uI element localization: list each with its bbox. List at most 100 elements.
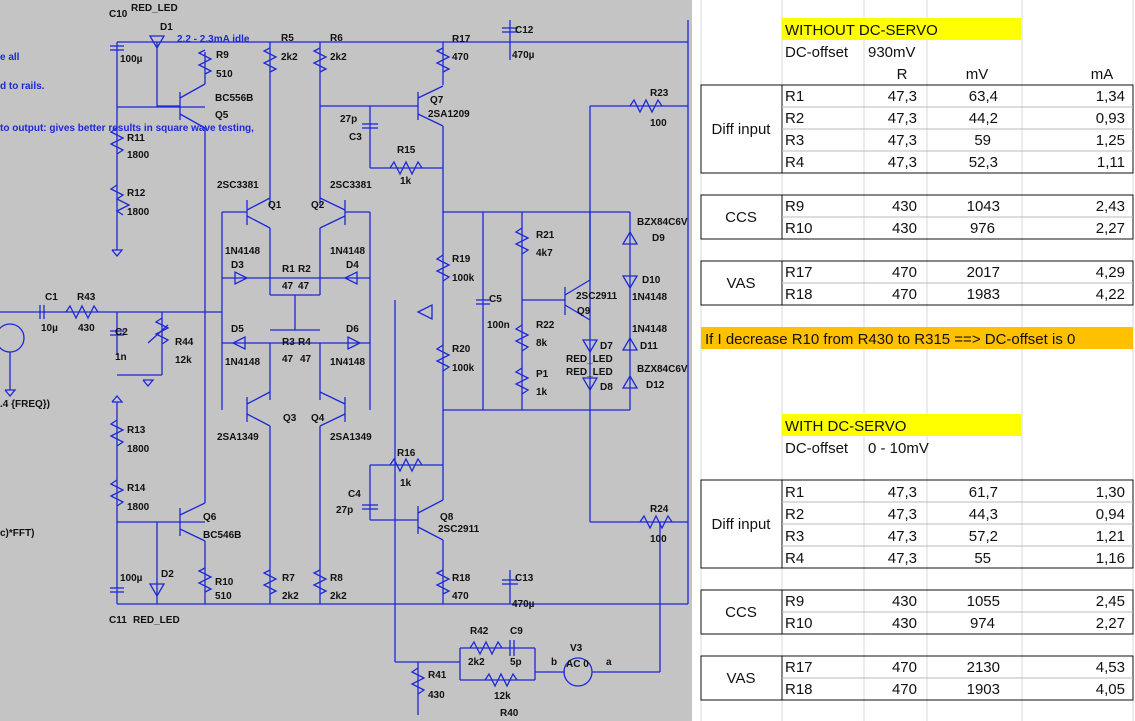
cell[interactable]: 47,3: [888, 506, 917, 523]
cell[interactable]: 1,21: [1096, 528, 1125, 545]
cell[interactable]: 63,4: [969, 88, 998, 105]
cell[interactable]: 44,2: [969, 110, 998, 127]
cell[interactable]: 47,3: [888, 110, 917, 127]
cell[interactable]: R10: [785, 615, 813, 632]
note-highlight: [701, 327, 1133, 349]
schematic-canvas[interactable]: e all d to rails. to output: gives bette…: [0, 0, 692, 721]
cell[interactable]: R10: [785, 220, 813, 237]
cell[interactable]: 2130: [967, 659, 1000, 676]
header-ma[interactable]: mA: [1091, 66, 1114, 83]
cell[interactable]: 2,43: [1096, 198, 1125, 215]
cell[interactable]: R3: [785, 132, 804, 149]
cell[interactable]: 47,3: [888, 528, 917, 545]
lbl: R17: [452, 34, 471, 45]
group-name[interactable]: Diff input: [712, 121, 772, 138]
note[interactable]: If I decrease R10 from R430 to R315 ==> …: [705, 331, 1075, 348]
cell[interactable]: 4,53: [1096, 659, 1125, 676]
cell[interactable]: 470: [892, 681, 917, 698]
lbl: BC556B: [215, 93, 253, 104]
with-diff-rows: R1 47,3 61,7 1,30 R2 47,3 44,3 0,94 R3 4…: [785, 484, 1125, 567]
cell[interactable]: 44,3: [969, 506, 998, 523]
group-name[interactable]: Diff input: [712, 516, 772, 533]
lbl: R3: [282, 337, 295, 348]
cell[interactable]: 47,3: [888, 484, 917, 501]
cell[interactable]: 57,2: [969, 528, 998, 545]
header-mv[interactable]: mV: [966, 66, 989, 83]
group-name[interactable]: VAS: [727, 275, 756, 292]
cell[interactable]: 47,3: [888, 550, 917, 567]
cell[interactable]: 55: [974, 550, 991, 567]
lbl: 2k2: [281, 52, 298, 63]
cell[interactable]: 1,30: [1096, 484, 1125, 501]
cell[interactable]: 59: [974, 132, 991, 149]
with-title[interactable]: WITH DC-SERVO: [785, 418, 906, 435]
cell[interactable]: R17: [785, 659, 813, 676]
cell[interactable]: R9: [785, 593, 804, 610]
cell[interactable]: R4: [785, 550, 804, 567]
cell[interactable]: 2,27: [1096, 615, 1125, 632]
cell[interactable]: R1: [785, 484, 804, 501]
cell[interactable]: R2: [785, 110, 804, 127]
cell[interactable]: 4,05: [1096, 681, 1125, 698]
cell[interactable]: 430: [892, 593, 917, 610]
cell[interactable]: 47,3: [888, 88, 917, 105]
cell[interactable]: R17: [785, 264, 813, 281]
cell[interactable]: 470: [892, 286, 917, 303]
cell[interactable]: 0,94: [1096, 506, 1125, 523]
cell[interactable]: 0,93: [1096, 110, 1125, 127]
cell[interactable]: 47,3: [888, 132, 917, 149]
cell[interactable]: 47,3: [888, 154, 917, 171]
lbl: R2: [298, 264, 311, 275]
without-title[interactable]: WITHOUT DC-SERVO: [785, 22, 938, 39]
cell[interactable]: 2,27: [1096, 220, 1125, 237]
cell[interactable]: 1983: [967, 286, 1000, 303]
cell[interactable]: 1,25: [1096, 132, 1125, 149]
lbl: BZX84C6V: [637, 364, 688, 375]
cell[interactable]: 1903: [967, 681, 1000, 698]
group-name[interactable]: CCS: [725, 604, 757, 621]
lbl: 5p: [510, 657, 522, 668]
cell[interactable]: 430: [892, 220, 917, 237]
cell[interactable]: 1043: [967, 198, 1000, 215]
group-name[interactable]: CCS: [725, 209, 757, 226]
cell[interactable]: 2017: [967, 264, 1000, 281]
cell[interactable]: 1,11: [1097, 154, 1125, 171]
cell[interactable]: 974: [970, 615, 995, 632]
with-offset-label[interactable]: DC-offset: [785, 440, 849, 457]
with-offset-value[interactable]: 0 - 10mV: [868, 440, 929, 457]
lbl: 510: [215, 591, 232, 602]
cell[interactable]: 52,3: [969, 154, 998, 171]
cell[interactable]: R1: [785, 88, 804, 105]
cell[interactable]: R2: [785, 506, 804, 523]
header-r[interactable]: R: [897, 66, 908, 83]
without-offset-value[interactable]: 930mV: [868, 44, 916, 61]
lbl: C1: [45, 292, 58, 303]
spreadsheet[interactable]: WITHOUT DC-SERVO DC-offset 930mV R mV mA…: [692, 0, 1135, 721]
cell[interactable]: 470: [892, 264, 917, 281]
cell[interactable]: 430: [892, 615, 917, 632]
cell[interactable]: R3: [785, 528, 804, 545]
cell[interactable]: 4,29: [1096, 264, 1125, 281]
lbl: 470µ: [512, 50, 535, 61]
cell[interactable]: 2,45: [1096, 593, 1125, 610]
cell[interactable]: 976: [970, 220, 995, 237]
cell[interactable]: 61,7: [969, 484, 998, 501]
lbl: 1N4148: [225, 246, 260, 257]
cell[interactable]: 4,22: [1096, 286, 1125, 303]
group-name[interactable]: VAS: [727, 670, 756, 687]
cell[interactable]: R4: [785, 154, 804, 171]
cell[interactable]: R18: [785, 681, 813, 698]
cell[interactable]: 430: [892, 198, 917, 215]
cell[interactable]: 1,16: [1096, 550, 1125, 567]
cell[interactable]: 470: [892, 659, 917, 676]
lbl: 100k: [452, 273, 475, 284]
without-offset-label[interactable]: DC-offset: [785, 44, 849, 61]
cell[interactable]: R9: [785, 198, 804, 215]
cell[interactable]: R18: [785, 286, 813, 303]
lbl: C9: [510, 626, 523, 637]
lbl: Q2: [311, 200, 325, 211]
lbl: Q7: [430, 95, 444, 106]
cell[interactable]: 1,34: [1096, 88, 1125, 105]
lbl: 27p: [336, 505, 353, 516]
cell[interactable]: 1055: [967, 593, 1000, 610]
